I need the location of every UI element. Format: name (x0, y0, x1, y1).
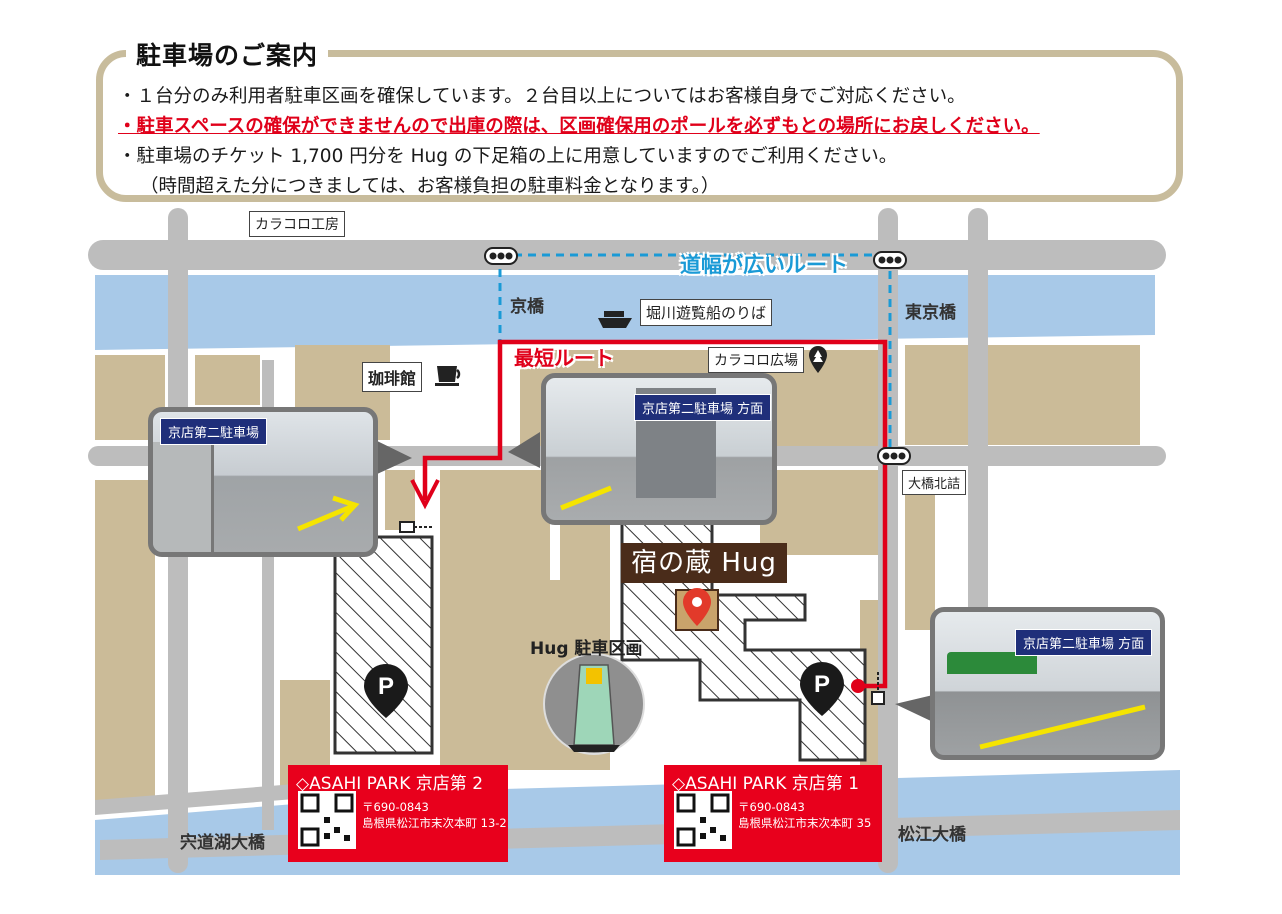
label-ohashi-kitazume: 大橋北詰 (902, 470, 967, 495)
notice-line-2: ・駐車スペースの確保ができませんので出庫の際は、区画確保用のポールを必ずもとの場… (118, 116, 1040, 137)
photo-pointer (508, 432, 540, 468)
wide-route (498, 253, 892, 455)
label-karakoro-kobo: カラコロ工房 (249, 211, 345, 237)
parking-zip: 〒690-0843 (738, 800, 805, 814)
photo-center-caption: 京店第二駐車場 方面 (634, 394, 772, 421)
gate-icon (399, 521, 885, 705)
photo-left-caption: 京店第二駐車場 (160, 418, 268, 445)
photo-pointer (895, 695, 933, 722)
label-shinjiko-ohashi: 宍道湖大橋 (180, 833, 265, 853)
notice-box (96, 50, 1183, 202)
notice-title: 駐車場のご案内 (126, 36, 329, 72)
boat-icon (598, 311, 632, 328)
location-pin-icon (683, 588, 711, 626)
upper-river (95, 275, 1155, 350)
parking-p-label: P (378, 673, 394, 700)
photo-pointer (375, 440, 412, 475)
parking-card-1: ◇ASAHI PARK 京店第 1 〒690-0843 島根県松江市末次本町 3… (664, 765, 882, 862)
coffee-cup-icon (435, 366, 461, 386)
parking-address: 島根県松江市末次本町 35 (738, 816, 872, 830)
label-shortest-route: 最短ルート (514, 346, 614, 370)
parking-name: ◇ASAHI PARK 京店第 1 (672, 774, 860, 794)
tree-pin-icon (809, 346, 827, 373)
hug-title: 宿の蔵 Hug (621, 543, 787, 583)
parking-p-icon (364, 662, 844, 718)
parking-address: 島根県松江市末次本町 13-2 (362, 816, 507, 830)
notice-line-4: （時間超えた分につきましては、お客様負担の駐車料金となります。） (140, 176, 720, 197)
label-matsue-ohashi: 松江大橋 (898, 825, 966, 845)
hug-parking-label: Hug 駐車区画 (530, 639, 643, 659)
notice-line-1: ・１台分のみ利用者駐車区画を確保しています。２台目以上についてはお客様自身でご対… (118, 86, 966, 107)
parking-p-label: P (814, 671, 830, 698)
label-coffee: 珈琲館 (362, 362, 423, 392)
shortest-route (422, 339, 888, 689)
asahi-park-2-lot (333, 535, 434, 755)
label-horikawa: 堀川遊覧船のりば (640, 299, 773, 326)
photo-right-caption: 京店第二駐車場 方面 (1015, 629, 1153, 656)
label-karakoro-hiroba: カラコロ広場 (708, 347, 804, 373)
parking-zip: 〒690-0843 (362, 800, 429, 814)
route-start-dot (851, 679, 865, 693)
label-kyobashi: 京橋 (510, 297, 544, 317)
notice-line-3: ・駐車場のチケット 1,700 円分を Hug の下足箱の上に用意していますので… (118, 146, 898, 167)
route-arrowhead (410, 479, 440, 510)
notice-lines: ・１台分のみ利用者駐車区画を確保しています。２台目以上についてはお客様自身でご対… (118, 82, 1040, 202)
qr-code-icon (298, 791, 356, 849)
label-wide-route: 道幅が広いルート (680, 253, 848, 277)
parking-card-2: ◇ASAHI PARK 京店第 2 〒690-0843 島根県松江市末次本町 1… (288, 765, 508, 862)
qr-code-icon (674, 791, 732, 849)
parking-name: ◇ASAHI PARK 京店第 2 (296, 774, 484, 794)
label-higashi-kyobashi: 東京橋 (905, 303, 956, 323)
